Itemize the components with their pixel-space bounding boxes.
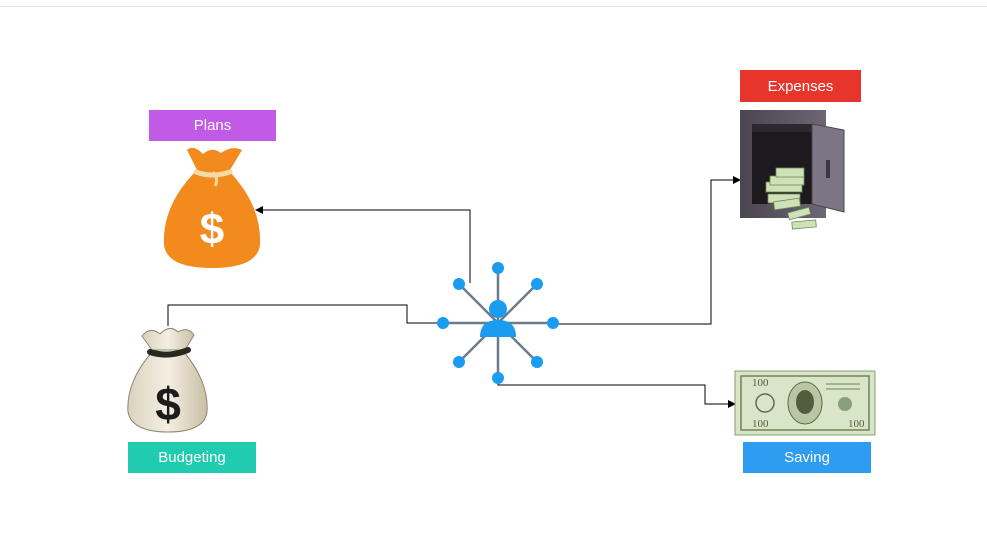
top-border-line bbox=[0, 6, 987, 7]
dollar-bill-icon: 100 100 100 bbox=[734, 370, 876, 436]
connector-hub-to-expenses bbox=[553, 176, 741, 325]
saving-label: Saving bbox=[743, 442, 871, 473]
svg-text:100: 100 bbox=[752, 377, 769, 389]
connector-hub-to-saving bbox=[497, 379, 736, 408]
orange-money-bag-icon: $ bbox=[163, 147, 261, 268]
svg-text:$: $ bbox=[200, 205, 224, 254]
money-sack-icon: $ bbox=[127, 328, 208, 433]
connector-budgeting-to-hub bbox=[167, 304, 449, 327]
connector-hub-to-plans bbox=[255, 206, 471, 283]
budgeting-label: Budgeting bbox=[128, 442, 256, 473]
svg-text:100: 100 bbox=[752, 418, 769, 430]
user-network-icon bbox=[437, 262, 559, 384]
expenses-label: Expenses bbox=[740, 70, 861, 102]
plans-label: Plans bbox=[149, 110, 276, 141]
safe-with-cash-icon bbox=[740, 110, 845, 230]
svg-text:100: 100 bbox=[848, 418, 865, 430]
svg-text:$: $ bbox=[155, 378, 181, 430]
